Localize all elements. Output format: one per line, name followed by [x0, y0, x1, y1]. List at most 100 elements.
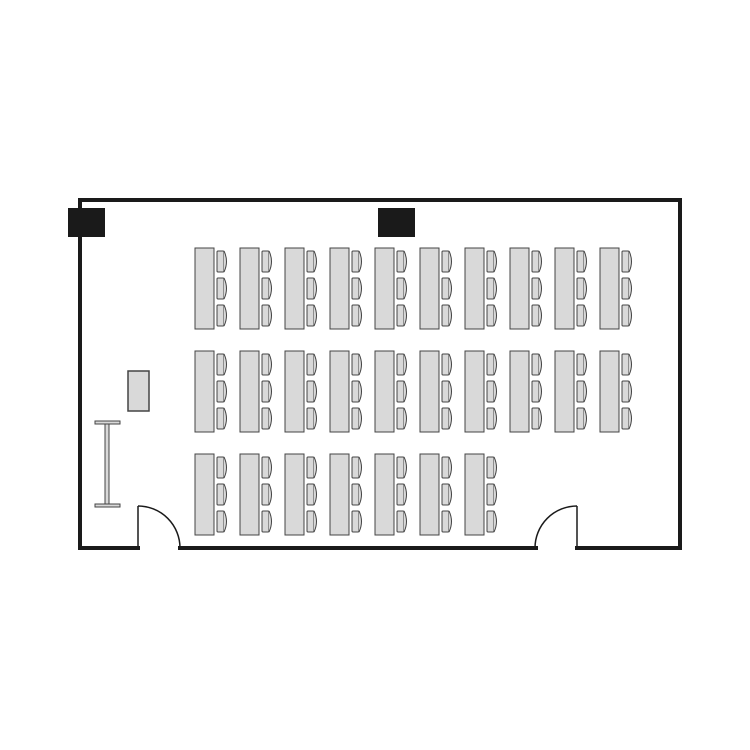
- desk-group: [239, 247, 272, 330]
- chair: [441, 277, 452, 300]
- desk: [554, 247, 575, 330]
- desk: [419, 247, 440, 330]
- table-row: [194, 247, 632, 330]
- seating-area: [194, 247, 632, 536]
- projection-screen: [94, 420, 121, 508]
- desk-group: [374, 247, 407, 330]
- chair: [486, 456, 497, 479]
- chair: [351, 483, 362, 506]
- desk-group: [509, 247, 542, 330]
- desk: [329, 350, 350, 433]
- chair: [216, 380, 227, 403]
- desk-group: [284, 247, 317, 330]
- chair: [216, 510, 227, 533]
- chair: [216, 304, 227, 327]
- chair: [306, 380, 317, 403]
- desk-group: [554, 350, 587, 433]
- chair: [306, 483, 317, 506]
- chair: [351, 353, 362, 376]
- desk-group: [329, 453, 362, 536]
- chair: [216, 483, 227, 506]
- desk: [329, 247, 350, 330]
- chair: [486, 250, 497, 273]
- desk-group: [419, 453, 452, 536]
- desk: [284, 350, 305, 433]
- chair: [351, 304, 362, 327]
- chair: [261, 510, 272, 533]
- desk-group: [194, 247, 227, 330]
- chair: [486, 407, 497, 430]
- chair: [351, 250, 362, 273]
- desk-group: [464, 453, 497, 536]
- chair: [216, 250, 227, 273]
- chair: [531, 304, 542, 327]
- chair: [396, 380, 407, 403]
- chair: [576, 353, 587, 376]
- desk: [194, 453, 215, 536]
- chair: [441, 483, 452, 506]
- column-front: [378, 208, 415, 237]
- chair: [261, 407, 272, 430]
- chair: [531, 380, 542, 403]
- chair: [351, 277, 362, 300]
- chair: [621, 407, 632, 430]
- desk-group: [284, 350, 317, 433]
- chair: [261, 353, 272, 376]
- chair: [306, 353, 317, 376]
- desk: [554, 350, 575, 433]
- chair: [441, 407, 452, 430]
- chair: [621, 277, 632, 300]
- desk: [239, 350, 260, 433]
- desk-group: [374, 350, 407, 433]
- chair: [531, 277, 542, 300]
- chair: [576, 407, 587, 430]
- chair: [351, 380, 362, 403]
- desk: [464, 350, 485, 433]
- chair: [531, 407, 542, 430]
- chair: [396, 483, 407, 506]
- chair: [531, 250, 542, 273]
- desk-group: [284, 453, 317, 536]
- desk: [374, 247, 395, 330]
- chair: [441, 304, 452, 327]
- chair: [531, 353, 542, 376]
- chair: [351, 510, 362, 533]
- desk: [509, 350, 530, 433]
- chair: [621, 250, 632, 273]
- desk: [284, 247, 305, 330]
- chair: [621, 304, 632, 327]
- desk-group: [464, 350, 497, 433]
- chair: [486, 483, 497, 506]
- chair: [396, 250, 407, 273]
- chair: [486, 277, 497, 300]
- chair: [216, 407, 227, 430]
- chair: [396, 353, 407, 376]
- chair: [216, 353, 227, 376]
- chair: [306, 277, 317, 300]
- desk-group: [374, 453, 407, 536]
- chair: [396, 304, 407, 327]
- chair: [351, 456, 362, 479]
- chair: [486, 353, 497, 376]
- column-corner: [68, 208, 105, 237]
- doors: [137, 505, 578, 549]
- lectern: [127, 370, 150, 412]
- table-row: [194, 453, 497, 536]
- desk: [194, 350, 215, 433]
- desk: [419, 453, 440, 536]
- desk: [599, 247, 620, 330]
- desk-group: [464, 247, 497, 330]
- chair: [306, 304, 317, 327]
- chair: [396, 407, 407, 430]
- chair: [216, 277, 227, 300]
- door-left: [137, 505, 181, 549]
- desk-group: [239, 350, 272, 433]
- desk: [599, 350, 620, 433]
- chair: [441, 456, 452, 479]
- desk-group: [419, 247, 452, 330]
- desk: [374, 453, 395, 536]
- chair: [306, 510, 317, 533]
- chair: [396, 510, 407, 533]
- chair: [576, 380, 587, 403]
